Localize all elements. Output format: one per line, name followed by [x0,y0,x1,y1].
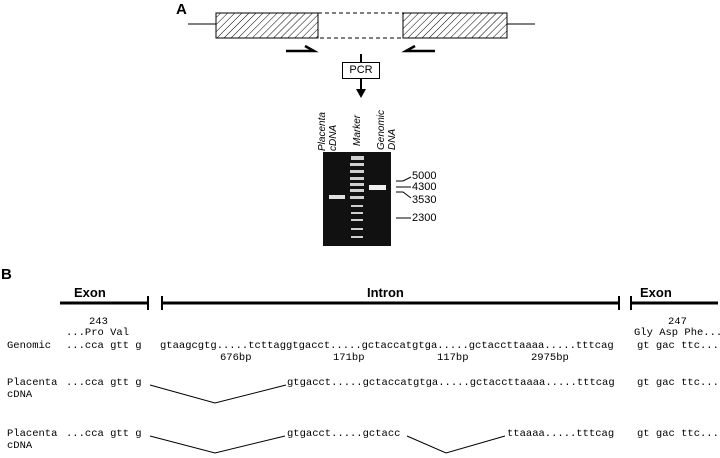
exon-right-heading: Exon [640,285,672,300]
forward-primer-arrow [286,44,319,53]
cdna-band [329,195,345,199]
splice-line-cdna2-a [149,435,286,454]
gel-bands [329,156,412,238]
cdna1-exon1-seq: ...cca gtt g [66,377,142,389]
splice-line-cdna1 [149,384,287,404]
marker-size-2300: 2300 [412,212,437,224]
cdna2-exon2-seq: gt gac ttc... [637,428,719,440]
exon-box-left [215,12,319,39]
pcr-arrowhead [356,89,366,98]
cdna1-label-2: cDNA [7,389,33,401]
cdna2-seq-a: gtgacct.....gctacc [287,428,401,440]
exon-left-heading: Exon [74,285,106,300]
intron-size-117: 117bp [437,352,469,364]
panel-a-label: A [176,1,187,18]
gene-schematic [188,12,535,98]
codon-position-243: 243 [89,316,108,328]
panel-b-label: B [1,266,12,283]
genomic-exon2-seq: gt gac ttc... [637,340,719,352]
codon-position-247: 247 [668,316,687,328]
marker-line-5000 [396,176,412,182]
cdna2-label: Placenta [7,428,58,440]
amino-acids-right: Gly Asp Phe... [634,327,720,339]
marker-size-3530: 3530 [412,194,437,206]
exon-box-right [402,12,508,39]
intron-size-2975: 2975bp [531,352,569,364]
cdna2-seq-b: ttaaaa.....tttcag [507,428,615,440]
intron-dashed-box [317,12,404,39]
genomic-band [369,185,386,190]
cdna1-exon2-seq: gt gac ttc... [637,377,719,389]
reverse-primer-arrow [401,44,435,53]
marker-line-3530 [396,191,412,199]
genomic-exon1-seq: ...cca gtt g [66,340,142,352]
genomic-label: Genomic [7,340,52,352]
splice-line-cdna2-b [406,435,506,454]
genomic-intron-seq: gtaagcgtg.....tcttaggtgacct.....gctaccat… [160,340,614,352]
marker-ladder [350,156,364,238]
marker-size-5000: 5000 [412,170,437,182]
pcr-box: PCR [342,62,380,79]
cdna1-label: Placenta [7,377,58,389]
intron-size-676: 676bp [220,352,252,364]
cdna2-label-2: cDNA [7,440,33,452]
cdna1-seq: gtgacct.....gctaccatgtga.....gctaccttaaa… [287,377,615,389]
marker-size-4300: 4300 [412,181,437,193]
amino-acids-left: ...Pro Val [66,327,130,339]
intron-heading: Intron [367,285,404,300]
intron-size-171: 171bp [333,352,365,364]
cdna2-exon1-seq: ...cca gtt g [66,428,142,440]
